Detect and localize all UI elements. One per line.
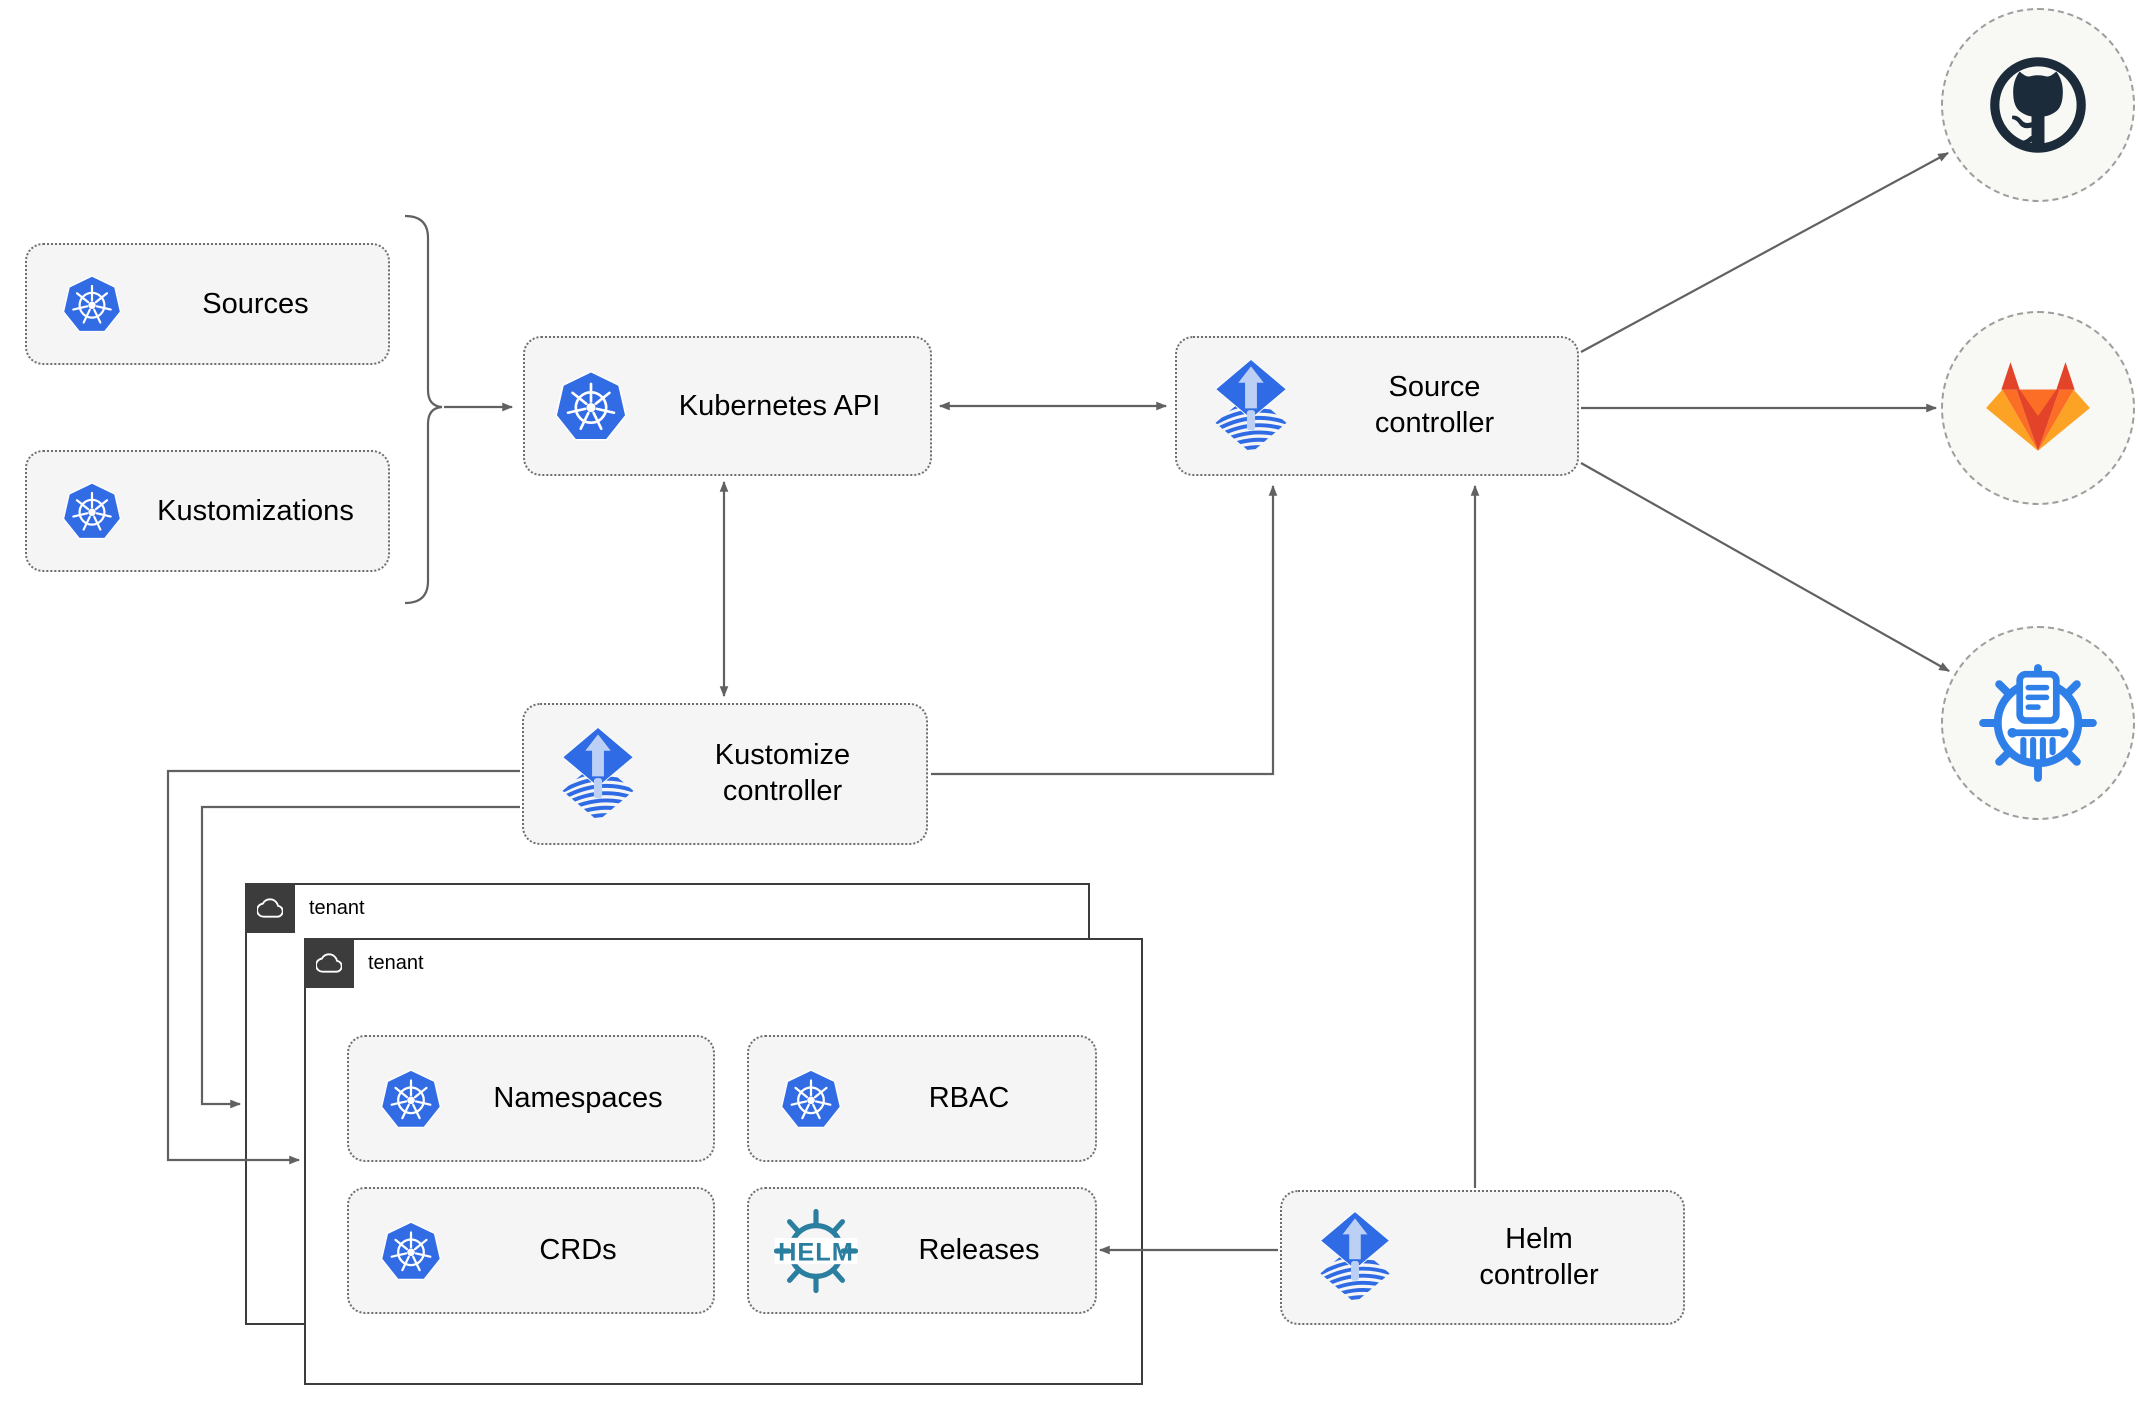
node-source-controller-label: Source controller bbox=[1374, 371, 1495, 439]
kubernetes-icon bbox=[379, 1067, 443, 1131]
gitlab-icon bbox=[1986, 362, 2090, 451]
node-source-controller: Source controller bbox=[1175, 336, 1579, 476]
edge-kustomize-controller-to-source-controller bbox=[931, 484, 1278, 776]
node-kustomizations-label: Kustomizations bbox=[157, 494, 354, 527]
edge-source-controller-to-github bbox=[1580, 152, 1949, 353]
node-kubernetes-api-label: Kubernetes API bbox=[678, 389, 881, 422]
kubernetes-icon bbox=[61, 273, 123, 335]
kubernetes-icon bbox=[61, 480, 123, 542]
node-namespaces: Namespaces bbox=[347, 1035, 715, 1162]
node-sources-label: Sources bbox=[202, 287, 309, 320]
helm-repository-circle bbox=[1941, 626, 2135, 820]
tenant-back-label: tenant bbox=[309, 896, 365, 919]
node-releases: HELM Releases bbox=[747, 1187, 1097, 1314]
node-crds-label: CRDs bbox=[539, 1234, 617, 1266]
flux-icon bbox=[557, 726, 639, 823]
cloud-icon bbox=[245, 883, 295, 933]
node-rbac: RBAC bbox=[747, 1035, 1097, 1162]
chartmuseum-icon bbox=[1979, 664, 2097, 782]
cloud-icon bbox=[304, 938, 354, 988]
node-crds: CRDs bbox=[347, 1187, 715, 1314]
node-kustomize-controller-label: Kustomize controller bbox=[714, 739, 851, 807]
tenant-front-label: tenant bbox=[368, 951, 424, 974]
node-sources: Sources bbox=[25, 243, 390, 365]
github-circle bbox=[1941, 8, 2135, 202]
tenant-container-front: tenant Namespaces RBAC CRDs bbox=[304, 938, 1143, 1385]
helm-icon: HELM bbox=[773, 1208, 859, 1293]
kubernetes-icon bbox=[379, 1219, 443, 1283]
github-icon bbox=[1990, 57, 2086, 153]
flux-icon bbox=[1210, 358, 1292, 455]
grouping-bracket bbox=[404, 214, 443, 605]
kubernetes-icon bbox=[553, 368, 629, 444]
helm-logo-text: HELM bbox=[778, 1238, 854, 1266]
kubernetes-icon bbox=[779, 1067, 843, 1131]
node-namespaces-label: Namespaces bbox=[493, 1082, 663, 1114]
node-kustomize-controller: Kustomize controller bbox=[522, 703, 928, 845]
node-kustomizations: Kustomizations bbox=[25, 450, 390, 572]
node-releases-label: Releases bbox=[918, 1234, 1040, 1266]
edge-source-controller-to-helm-repository bbox=[1580, 462, 1950, 672]
node-rbac-label: RBAC bbox=[928, 1082, 1010, 1114]
node-helm-controller: Helm controller bbox=[1280, 1190, 1685, 1325]
gitlab-circle bbox=[1941, 311, 2135, 505]
node-kubernetes-api: Kubernetes API bbox=[523, 336, 932, 476]
node-helm-controller-label: Helm controller bbox=[1479, 1222, 1599, 1291]
flux-icon bbox=[1315, 1210, 1395, 1305]
